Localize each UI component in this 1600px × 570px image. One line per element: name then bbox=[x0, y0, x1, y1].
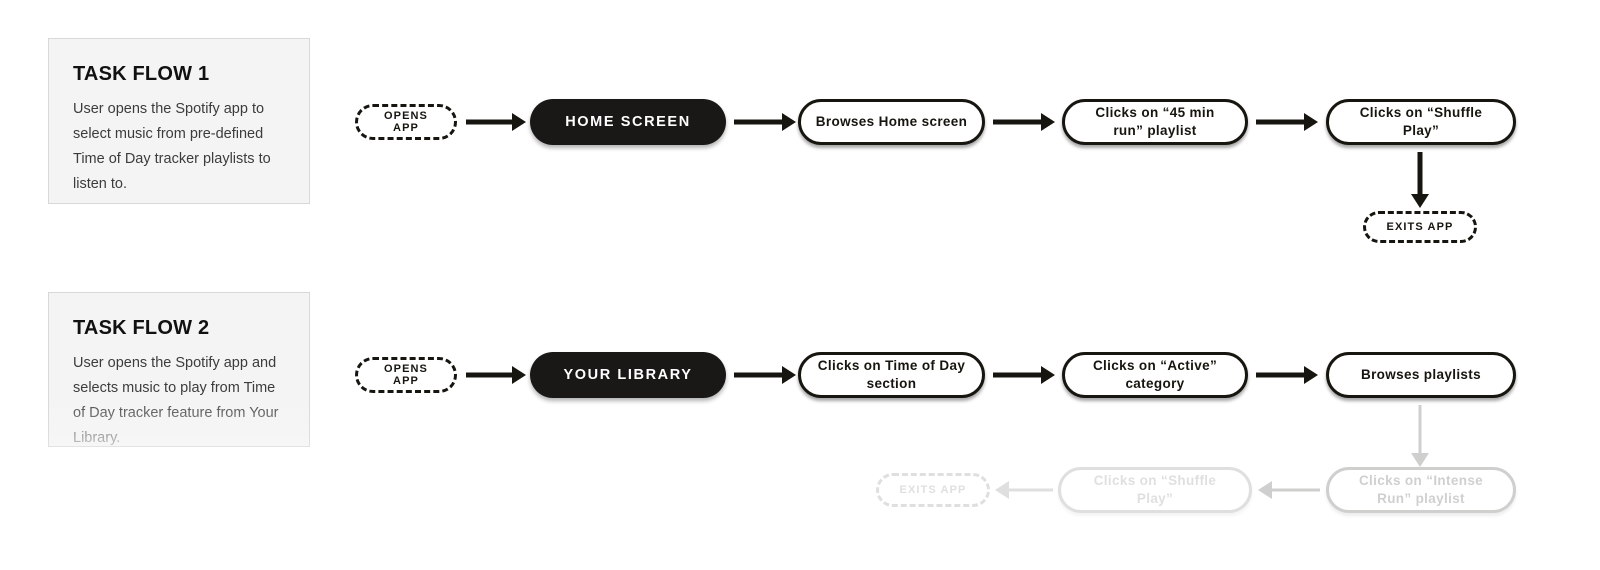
flow2-node-clicks-active-category[interactable]: Clicks on “Active” category bbox=[1062, 352, 1248, 398]
flow2-node-clicks-time-of-day-section-label: Clicks on Time of Day section bbox=[817, 358, 966, 391]
flow2-node-opens-app-label: OPENS APP bbox=[383, 363, 428, 387]
flow1-arrow-browses-home-to-45-min-run bbox=[993, 112, 1055, 132]
flow2-node-your-library[interactable]: YOUR LIBRARY bbox=[530, 352, 726, 398]
flow1-node-clicks-45-min-run-playlist[interactable]: Clicks on “45 min run” playlist bbox=[1062, 99, 1248, 145]
flow1-node-browses-home-screen-label: Browses Home screen bbox=[815, 114, 968, 129]
flow1-arrow-shuffle-play-to-exits-app bbox=[1410, 152, 1430, 208]
flow1-arrow-opens-app-to-home-screen bbox=[466, 112, 526, 132]
flow1-node-opens-app-label: OPENS APP bbox=[383, 110, 428, 134]
flow2-node-clicks-shuffle-play[interactable]: Clicks on “Shuffle Play” bbox=[1058, 467, 1252, 513]
flow2-node-exits-app[interactable]: EXITS APP bbox=[876, 473, 990, 507]
task-flow-1-description: User opens the Spotify app to select mus… bbox=[73, 101, 271, 192]
flow2-node-clicks-intense-run-playlist-label: Clicks on “Intense Run” playlist bbox=[1358, 473, 1484, 506]
flow2-arrow-your-library-to-time-of-day bbox=[734, 365, 796, 385]
flow2-arrow-time-of-day-to-active-category bbox=[993, 365, 1055, 385]
flow2-node-clicks-active-category-label: Clicks on “Active” category bbox=[1092, 358, 1218, 391]
task-flow-1-title: TASK FLOW 1 bbox=[73, 63, 210, 85]
flow2-node-clicks-intense-run-playlist[interactable]: Clicks on “Intense Run” playlist bbox=[1326, 467, 1516, 513]
flow1-node-exits-app[interactable]: EXITS APP bbox=[1363, 211, 1477, 243]
flow2-node-exits-app-label: EXITS APP bbox=[899, 484, 967, 496]
flow2-node-opens-app[interactable]: OPENS APP bbox=[355, 357, 457, 393]
flow2-arrow-opens-app-to-your-library bbox=[466, 365, 526, 385]
flow1-arrow-45-min-run-to-shuffle-play bbox=[1256, 112, 1318, 132]
flow1-node-clicks-shuffle-play-label: Clicks on “Shuffle Play” bbox=[1359, 105, 1483, 138]
flow1-node-exits-app-label: EXITS APP bbox=[1386, 221, 1454, 233]
task-flow-2-description: User opens the Spotify app and selects m… bbox=[73, 355, 279, 446]
flow2-node-browses-playlists[interactable]: Browses playlists bbox=[1326, 352, 1516, 398]
flow2-arrow-intense-run-to-shuffle-play bbox=[1258, 480, 1320, 500]
task-flow-2-description-card: TASK FLOW 2 User opens the Spotify app a… bbox=[48, 292, 310, 447]
flow2-arrow-browses-playlists-to-intense-run bbox=[1411, 405, 1429, 467]
flow2-arrow-active-category-to-browses-playlists bbox=[1256, 365, 1318, 385]
flow1-arrow-home-screen-to-browses-home bbox=[734, 112, 796, 132]
flow1-node-clicks-shuffle-play[interactable]: Clicks on “Shuffle Play” bbox=[1326, 99, 1516, 145]
flow1-node-home-screen[interactable]: HOME SCREEN bbox=[530, 99, 726, 145]
flow2-node-browses-playlists-label: Browses playlists bbox=[1360, 367, 1481, 382]
flow1-node-browses-home-screen[interactable]: Browses Home screen bbox=[798, 99, 985, 145]
flow2-arrow-shuffle-play-to-exits-app bbox=[995, 480, 1053, 500]
flow2-node-clicks-time-of-day-section[interactable]: Clicks on Time of Day section bbox=[798, 352, 985, 398]
flow1-node-home-screen-label: HOME SCREEN bbox=[565, 114, 691, 130]
flow1-node-clicks-45-min-run-playlist-label: Clicks on “45 min run” playlist bbox=[1095, 105, 1215, 138]
flow2-node-your-library-label: YOUR LIBRARY bbox=[563, 367, 693, 383]
flow1-node-opens-app[interactable]: OPENS APP bbox=[355, 104, 457, 140]
flow2-node-clicks-shuffle-play-label: Clicks on “Shuffle Play” bbox=[1093, 473, 1217, 506]
task-flow-1-description-card: TASK FLOW 1 User opens the Spotify app t… bbox=[48, 38, 310, 204]
task-flow-2-title: TASK FLOW 2 bbox=[73, 317, 210, 339]
